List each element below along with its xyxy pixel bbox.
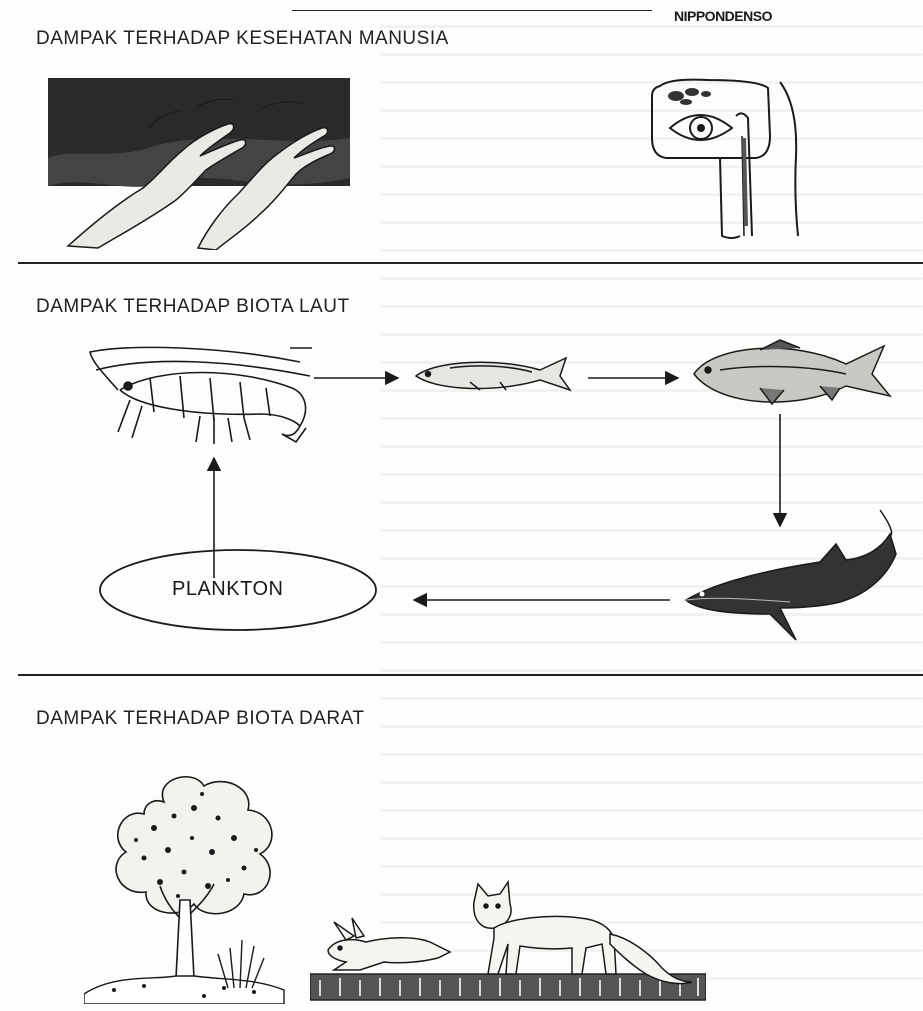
hands-icon: [48, 78, 350, 250]
marine-food-chain-diagram: [0, 330, 923, 660]
tree-icon: [84, 768, 294, 1004]
small-fish-icon: [416, 358, 570, 390]
section-heading-land-biota: DAMPAK TERHADAP BIOTA DARAT: [36, 708, 364, 730]
large-fish-icon: [694, 340, 890, 404]
section-heading-human-health: DAMPAK TERHADAP KESEHATAN MANUSIA: [36, 28, 449, 50]
top-rule: [292, 10, 652, 11]
eye-profile-icon: [648, 76, 808, 240]
plankton-label: PLANKTON: [172, 578, 283, 601]
brand-logo: NIPPONDENSO: [674, 8, 772, 24]
shrimp-icon: [90, 347, 310, 444]
section-divider-1: [18, 262, 923, 264]
section-heading-marine-biota: DAMPAK TERHADAP BIOTA LAUT: [36, 296, 350, 318]
section-divider-2: [18, 674, 923, 676]
fox-icon: [474, 882, 692, 984]
land-animals-scene: [310, 878, 706, 1002]
rabbit-icon: [328, 918, 450, 970]
shark-icon: [686, 510, 896, 640]
